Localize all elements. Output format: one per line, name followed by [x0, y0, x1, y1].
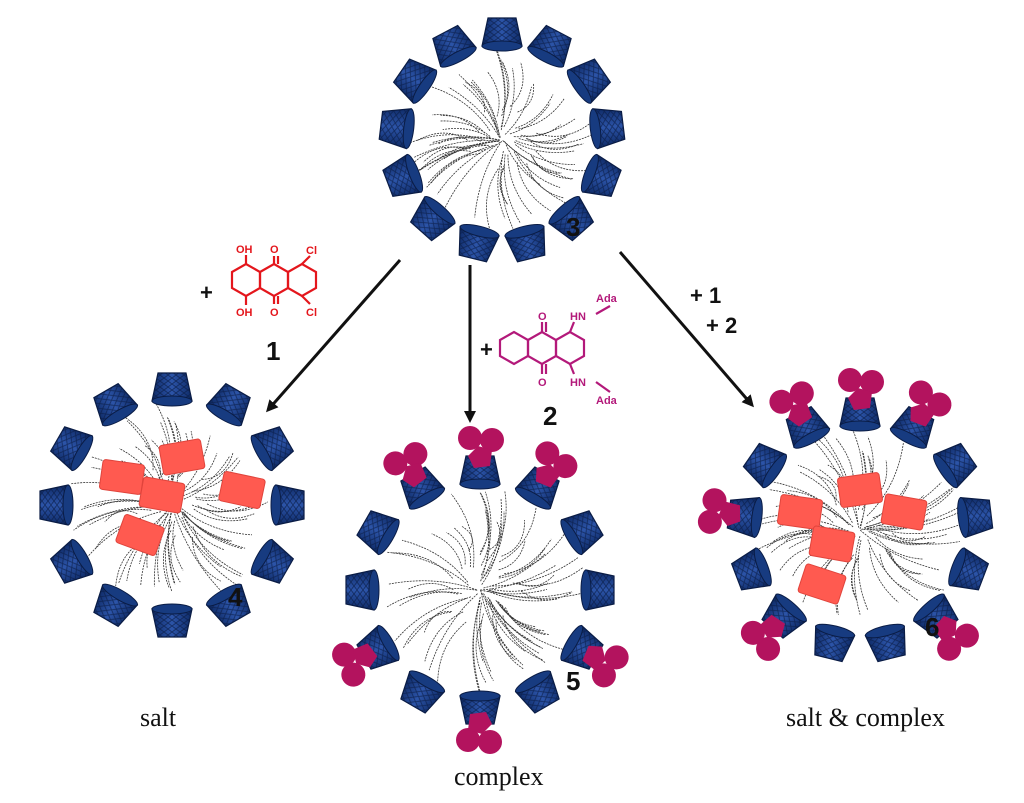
salt-dye-block: [114, 513, 166, 557]
cyclodextrin-cup: [151, 372, 193, 407]
compound-1-structure: [230, 255, 318, 305]
dendrimer-6-salt-complex: [696, 368, 995, 668]
c2-ada-top: Ada: [596, 293, 618, 305]
cyclodextrin-cup: [587, 104, 627, 150]
cyclodextrin-cup: [405, 192, 459, 246]
c2-hn-bot: HN: [570, 377, 586, 389]
cyclodextrin-cup: [151, 603, 193, 638]
salt-dye-block: [776, 493, 824, 531]
label-4: 4: [228, 582, 243, 612]
cyclodextrin-cup: [929, 437, 981, 491]
cyclodextrin-cup: [377, 104, 417, 150]
cyclodextrin-cup: [739, 437, 791, 491]
cyclodextrin-cup: [944, 545, 992, 597]
cyclodextrin-cup: [426, 22, 479, 72]
cyclodextrin-cup: [39, 484, 74, 526]
salt-dye-block: [158, 438, 206, 476]
c1-oh-top: OH: [236, 244, 253, 256]
label-1: 1: [266, 336, 280, 366]
salt-dye-block: [138, 476, 186, 514]
compound-2-structure: [498, 305, 611, 393]
label-2: 2: [543, 401, 557, 431]
salt-dye-block: [836, 471, 884, 509]
cyclodextrin-cup: [88, 580, 141, 630]
arrow-to-4: [266, 259, 402, 413]
cyclodextrin-cup: [577, 152, 624, 203]
cyclodextrin-cup: [47, 536, 97, 589]
cyclodextrin-cup: [556, 505, 607, 558]
salt-dye-block: [796, 562, 848, 606]
salt-dye-block: [98, 458, 146, 496]
cyclodextrin-cup: [247, 421, 297, 474]
c2-o-bot: O: [538, 377, 547, 389]
c1-oh-bot: OH: [236, 307, 253, 319]
dendrimer-5-complex: [325, 426, 634, 754]
caption-salt-complex: salt & complex: [786, 703, 945, 732]
c2-o-top: O: [538, 311, 547, 323]
cyclodextrin-cup: [203, 380, 256, 430]
c1-cl-top: Cl: [306, 245, 317, 257]
cyclodextrin-cup: [389, 53, 441, 107]
dendrimer-3: [377, 17, 627, 264]
cyclodextrin-cup: [452, 221, 501, 264]
plus-right-2: + 2: [706, 313, 737, 338]
c1-o-bot: O: [270, 307, 279, 319]
cyclodextrin-cup: [380, 152, 427, 203]
dendrimer-4-salt: [39, 372, 305, 638]
label-6: 6: [925, 612, 939, 642]
cyclodextrin-cup: [395, 666, 448, 717]
cyclodextrin-cup: [270, 484, 305, 526]
cyclodextrin-cup: [863, 620, 912, 664]
caption-salt: salt: [140, 703, 177, 732]
dendrimer-branches: [386, 490, 586, 696]
label-5: 5: [566, 666, 580, 696]
arrow-to-6: [618, 251, 754, 408]
dendrimer-branches: [410, 44, 594, 232]
cyclodextrin-cup: [563, 53, 615, 107]
cyclodextrin-cup: [503, 221, 552, 264]
salt-dye-block: [217, 470, 267, 510]
cyclodextrin-cup: [345, 569, 380, 611]
c2-hn-top: HN: [570, 311, 586, 323]
caption-complex: complex: [454, 762, 544, 791]
cyclodextrin-cup: [481, 17, 523, 52]
c2-ada-bot: Ada: [596, 395, 618, 407]
c1-o-top: O: [270, 244, 279, 256]
c1-cl-bot: Cl: [306, 307, 317, 319]
cyclodextrin-cup: [47, 421, 97, 474]
label-3: 3: [566, 212, 580, 242]
cyclodextrin-cup: [808, 620, 857, 664]
cyclodextrin-cup: [525, 22, 578, 72]
cyclodextrin-cup: [247, 536, 297, 589]
plus-right-1: + 1: [690, 283, 721, 308]
cyclodextrin-cup: [353, 505, 404, 558]
plus-left: +: [200, 280, 213, 305]
plus-mid: +: [480, 337, 493, 362]
cyclodextrin-cup: [955, 493, 995, 539]
cyclodextrin-cup: [580, 569, 615, 611]
reaction-arrows: [266, 251, 754, 423]
cyclodextrin-cup: [728, 545, 776, 597]
cyclodextrin-cup: [88, 380, 141, 430]
cyclodextrin-cup: [512, 666, 565, 717]
